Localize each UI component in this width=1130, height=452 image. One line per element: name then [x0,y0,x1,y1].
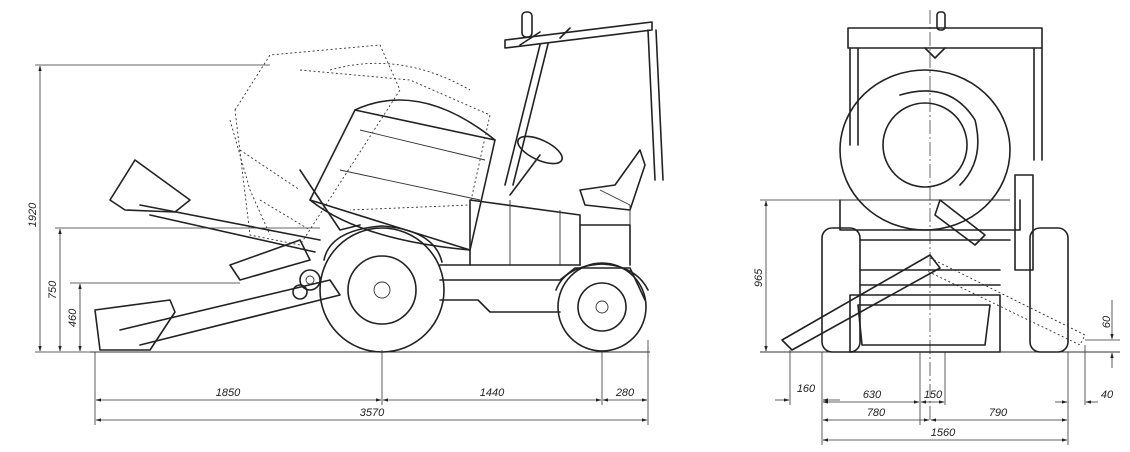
front-dim-center-offset: 150 [924,389,943,401]
dim-height-discharge: 750 [47,280,59,299]
front-view-drum [839,69,1011,231]
dim-wheelbase: 1440 [480,387,505,399]
steering-and-seat [509,135,646,225]
side-vertical-dimensions [35,64,320,353]
dim-height-chute-low: 460 [67,308,79,327]
front-dim-total-width: 1560 [931,427,956,439]
front-dim-chute-offset-left: 160 [797,383,816,395]
front-view-chute [781,199,1086,351]
front-dim-left-half: 780 [867,407,886,419]
drum [299,99,496,251]
dim-rear-overhang: 280 [615,387,635,399]
side-horizontal-dimensions [94,340,649,425]
front-dim-right-offset: 40 [1101,389,1114,401]
front-horizontal-dimensions [775,345,1098,445]
dim-front-to-axle: 1850 [216,387,241,399]
side-view: 1920 750 460 1850 1440 280 3570 [27,11,664,425]
front-dim-height-discharge: 965 [753,268,765,287]
front-view-wheels [821,227,1069,353]
front-view-canopy [847,11,1043,161]
front-dim-left-half-inner: 630 [863,389,882,401]
front-vertical-dimensions [760,199,1120,368]
front-view-body [839,174,1034,353]
front-view: 965 60 160 630 150 780 790 40 1560 [753,10,1120,445]
dim-total-length: 3570 [360,407,385,419]
drum-tilted-position [229,44,491,246]
discharge-chute [94,159,341,351]
front-dim-right-half: 790 [989,407,1008,419]
chassis [439,199,646,313]
dim-height-max: 1920 [27,202,39,227]
canopy-frame [504,11,664,186]
front-dim-chute-low: 60 [1101,315,1113,328]
